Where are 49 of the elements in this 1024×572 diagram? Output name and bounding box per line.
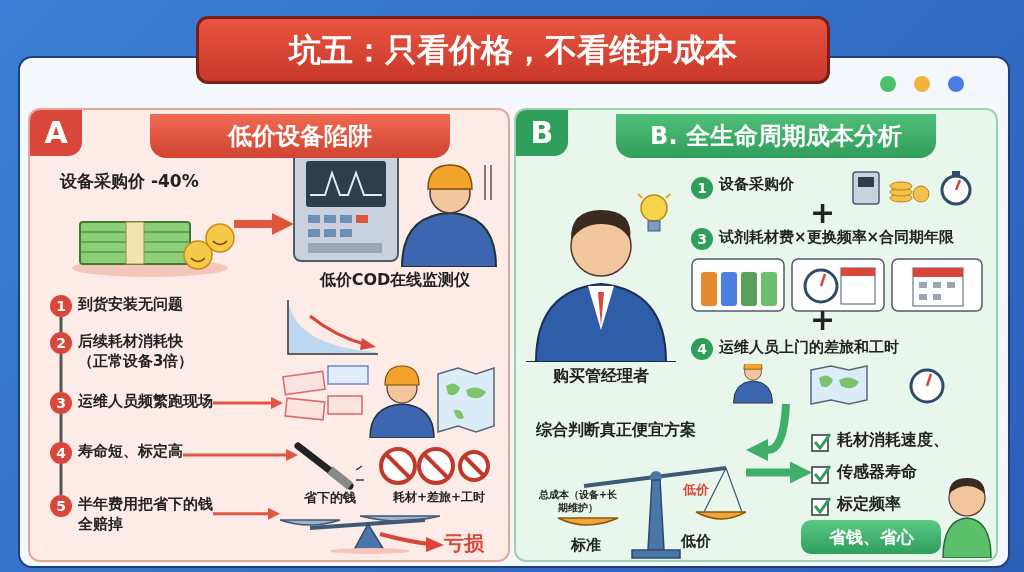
connector-line: [59, 354, 63, 392]
arrow: [746, 403, 790, 461]
scale-pan-label: 耗材+差旅+工时: [391, 490, 487, 506]
step-number: 4: [50, 442, 72, 464]
title-banner: 坑五：只看价格，不看维护成本: [196, 16, 830, 84]
step-number: 4: [691, 338, 713, 360]
panel: [514, 108, 998, 562]
formula-term: 设备采购价: [719, 175, 795, 195]
plus-sign: +: [810, 198, 836, 228]
scale-caption: 标准: [569, 536, 602, 556]
scale-pan-label: 省下的钱: [303, 490, 357, 507]
step-text: 后续耗材消耗快（正常设备3倍）: [78, 332, 195, 372]
device-caption: 低价COD在线监测仪: [318, 270, 472, 291]
step-text: 寿命短、标定高: [78, 442, 184, 462]
connector-line: [59, 464, 63, 495]
arrow: [213, 397, 283, 409]
scale-caption: 低价: [679, 532, 712, 552]
benefit-badge: 省钱、省心: [801, 520, 941, 554]
check-item: 传感器寿命: [837, 462, 918, 483]
formula-term: 试剂耗材费×更换频率×合同期年限: [719, 228, 956, 248]
scale-pan-label: 低价: [681, 482, 710, 499]
step-text: 运维人员频繁跑现场: [78, 392, 214, 412]
connector-line: [59, 414, 63, 442]
connector-line: [59, 317, 63, 332]
step-number: 1: [50, 295, 72, 317]
check-item: 标定频率: [837, 494, 902, 515]
scale-pan-label: 总成本（设备+长期维护）: [537, 488, 619, 514]
arrow: [213, 507, 280, 520]
section-heading: B. 全生命周期成本分析: [616, 114, 936, 158]
step-number: 3: [50, 392, 72, 414]
arrow: [183, 449, 298, 461]
step-text: 到货安装无问题: [78, 295, 184, 315]
step-number: 3: [691, 228, 713, 250]
step-number: 1: [691, 177, 713, 199]
section-letter: B: [516, 110, 568, 156]
step-text: 半年费用把省下的钱全赔掉: [78, 495, 214, 535]
section-heading: 低价设备陷阱: [150, 114, 450, 158]
arrow: [234, 213, 294, 235]
loss-label: 亏损: [444, 530, 485, 556]
price-caption: 设备采购价 -40%: [60, 170, 200, 193]
check-item: 耗材消耗速度、: [837, 430, 950, 451]
step-number: 5: [50, 495, 72, 517]
panel: [28, 108, 510, 562]
step-number: 2: [50, 332, 72, 354]
plus-sign: +: [810, 305, 836, 335]
person-caption: 购买管经理者: [552, 366, 650, 387]
section-letter: A: [30, 110, 82, 156]
formula-term: 运维人员上门的差旅和工时: [719, 338, 900, 358]
decision-heading: 综合判断真正便宜方案: [536, 420, 697, 441]
